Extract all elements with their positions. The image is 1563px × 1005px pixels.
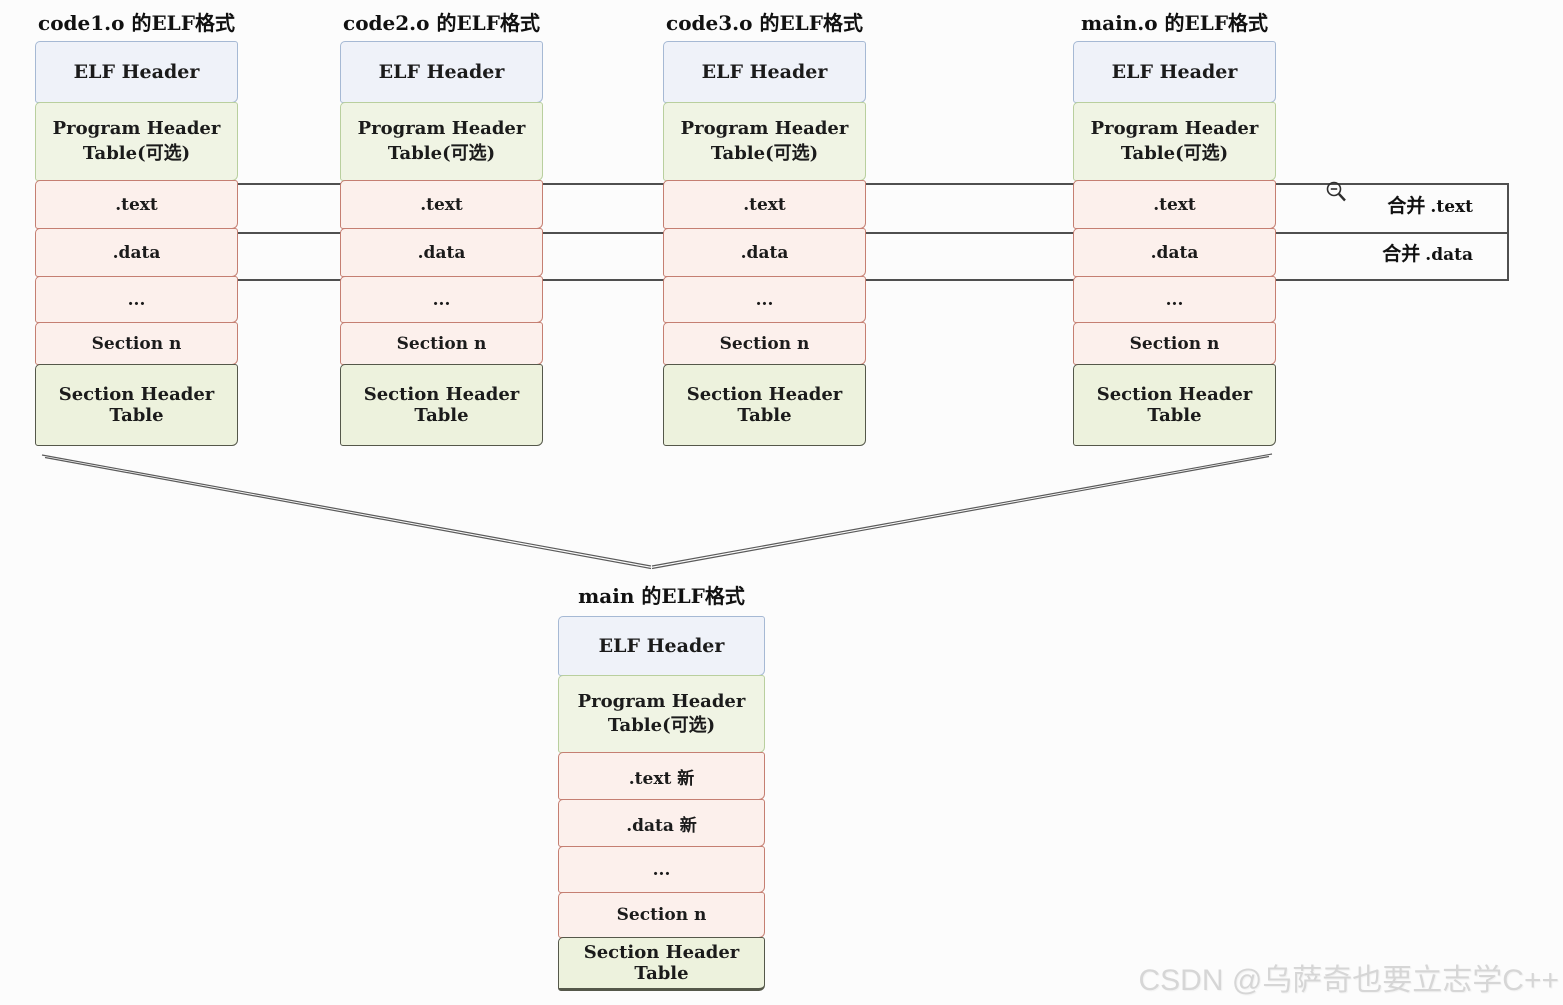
column-title: main 的ELF格式 <box>578 584 745 608</box>
merge-text-label-prefix: 合并 <box>1387 195 1426 217</box>
section-header-table-row: Section Header Table <box>340 364 543 446</box>
section-n-row: Section n <box>340 322 543 365</box>
merge-data-label-target: .data <box>1425 245 1473 265</box>
data-section-row: .data <box>35 228 238 277</box>
elf-column-main-merged: main 的ELF格式 ELF Header Program Header Ta… <box>558 580 765 991</box>
data-section-row: .data <box>663 228 866 277</box>
column-title: code2.o 的ELF格式 <box>343 11 540 35</box>
program-header-table-row: Program Header Table(可选) <box>1073 102 1276 181</box>
data-section-row: .data <box>340 228 543 277</box>
section-header-table-row: Section Header Table <box>35 364 238 446</box>
section-n-row: Section n <box>1073 322 1276 365</box>
merge-data-label: 合并 .data <box>1382 242 1473 266</box>
text-section-row: .text <box>663 180 866 229</box>
ellipsis-row: ... <box>340 276 543 323</box>
zoom-out-cursor-icon <box>1326 181 1346 202</box>
section-header-table-row: Section Header Table <box>1073 364 1276 446</box>
elf-header-row: ELF Header <box>558 616 765 676</box>
elf-header-row: ELF Header <box>663 41 866 103</box>
merge-text-label-target: .text <box>1430 197 1473 217</box>
ellipsis-row: ... <box>35 276 238 323</box>
program-header-table-row: Program Header Table(可选) <box>663 102 866 181</box>
section-n-row: Section n <box>558 892 765 938</box>
data-section-new-row: .data 新 <box>558 799 765 847</box>
elf-column-code2o: code2.o 的ELF格式 ELF Header Program Header… <box>340 8 543 446</box>
elf-column-code1o: code1.o 的ELF格式 ELF Header Program Header… <box>35 8 238 446</box>
merge-data-label-prefix: 合并 <box>1382 243 1421 265</box>
ellipsis-row: ... <box>1073 276 1276 323</box>
section-n-row: Section n <box>663 322 866 365</box>
text-section-row: .text <box>35 180 238 229</box>
elf-column-maino: main.o 的ELF格式 ELF Header Program Header … <box>1073 8 1276 446</box>
ellipsis-row: ... <box>663 276 866 323</box>
column-title: main.o 的ELF格式 <box>1080 11 1269 35</box>
elf-header-row: ELF Header <box>35 41 238 103</box>
csdn-watermark: CSDN @乌萨奇也要立志学C++ <box>1138 964 1560 997</box>
section-header-table-row: Section Header Table <box>558 937 765 991</box>
column-title: code3.o 的ELF格式 <box>666 11 863 35</box>
program-header-table-row: Program Header Table(可选) <box>35 102 238 181</box>
merge-text-label: 合并 .text <box>1387 194 1473 218</box>
program-header-table-row: Program Header Table(可选) <box>340 102 543 181</box>
program-header-table-row: Program Header Table(可选) <box>558 675 765 753</box>
section-n-row: Section n <box>35 322 238 365</box>
ellipsis-row: ... <box>558 846 765 893</box>
column-title: code1.o 的ELF格式 <box>38 11 235 35</box>
data-section-row: .data <box>1073 228 1276 277</box>
text-section-new-row: .text 新 <box>558 752 765 800</box>
text-section-row: .text <box>1073 180 1276 229</box>
merge-band-divider <box>237 232 1507 234</box>
text-section-row: .text <box>340 180 543 229</box>
elf-header-row: ELF Header <box>1073 41 1276 103</box>
section-header-table-row: Section Header Table <box>663 364 866 446</box>
merge-band-group: 合并 .text 合并 .data <box>237 183 1509 281</box>
elf-header-row: ELF Header <box>340 41 543 103</box>
elf-column-code3o: code3.o 的ELF格式 ELF Header Program Header… <box>663 8 866 446</box>
